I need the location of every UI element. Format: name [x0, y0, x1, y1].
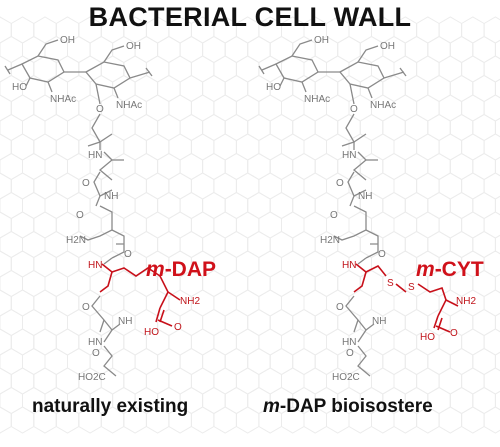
atom-label-o-2: O — [336, 178, 344, 189]
atom-label-o-5: O — [82, 302, 90, 313]
atom-label-oh-2: OH — [126, 41, 141, 52]
atom-label-o-6: O — [346, 348, 354, 359]
atom-label-nh2-dap: NH2 — [180, 296, 200, 307]
background-hexagon — [0, 406, 12, 434]
disaccharide — [4, 39, 153, 105]
atom-label-oh-1: OH — [60, 35, 75, 46]
atom-label-s-1: S — [387, 278, 394, 289]
structure-bioisostere: OH HO NHAc OH NHAc O HN O NH O H2N O HN … — [258, 35, 484, 383]
diagram-title: BACTERIAL CELL WALL — [88, 2, 412, 32]
caption-bioisostere-prefix: m — [263, 396, 280, 417]
m-cyt-residue — [353, 263, 459, 333]
atom-label-nhac-2: NHAc — [370, 100, 396, 111]
atom-label-o-4: O — [124, 249, 132, 260]
atom-label-ho-dap: HO — [144, 327, 159, 338]
atom-label-hn-1: HN — [342, 150, 356, 161]
m-cyt-label: m-CYT — [416, 258, 484, 281]
atom-label-hn-dap: HN — [88, 260, 102, 271]
atom-label-oh-2: OH — [380, 41, 395, 52]
atom-label-s-2: S — [408, 282, 415, 293]
structure-naturally-existing: OH HO NHAc OH NHAc O HN O NH O H2N O HN … — [4, 35, 216, 383]
atom-label-o-3: O — [76, 210, 84, 221]
atom-label-h2n-1: H2N — [320, 235, 340, 246]
atom-label-o-5: O — [336, 302, 344, 313]
peptide-tail — [345, 295, 375, 377]
atom-label-nh-1: NH — [358, 191, 372, 202]
atom-label-o-3: O — [330, 210, 338, 221]
atom-label-nhac-2: NHAc — [116, 100, 142, 111]
peptide-tail — [91, 295, 121, 377]
atom-label-o-6: O — [92, 348, 100, 359]
caption-naturally-existing: naturally existing — [32, 396, 189, 417]
atom-label-nh-2: NH — [372, 316, 386, 327]
m-dap-label: m-DAP — [146, 258, 216, 281]
atom-label-o-2: O — [82, 178, 90, 189]
atom-label-ho: HO — [266, 82, 281, 93]
atom-label-nh2-cyt: NH2 — [456, 296, 476, 307]
atom-label-o-1: O — [350, 104, 358, 115]
background-hexagon — [461, 406, 485, 434]
atom-label-o-4: O — [378, 249, 386, 260]
atom-label-nhac-1: NHAc — [50, 94, 76, 105]
atom-label-ho-cyt: HO — [420, 332, 435, 343]
atom-label-o-1: O — [96, 104, 104, 115]
atom-label-oh-1: OH — [314, 35, 329, 46]
peptide-stem — [333, 113, 379, 265]
atom-label-ho: HO — [12, 82, 27, 93]
caption-bioisostere-suffix: -DAP bioisostere — [279, 396, 433, 417]
m-dap-residue — [99, 263, 181, 327]
atom-label-nh-2: NH — [118, 316, 132, 327]
atom-label-nhac-1: NHAc — [304, 94, 330, 105]
background-hexagon — [483, 406, 500, 434]
caption-bioisostere: m-DAP bioisostere — [263, 396, 433, 418]
atom-label-hn-cyt: HN — [342, 260, 356, 271]
background-hexagon — [190, 406, 215, 434]
atom-label-hn-2: HN — [88, 337, 102, 348]
background-hexagon — [235, 406, 260, 434]
background-hexagon — [213, 406, 237, 434]
atom-label-h2n-1: H2N — [66, 235, 86, 246]
background-hexagon — [10, 406, 35, 434]
atom-label-ho2c-1: HO2C — [332, 372, 360, 383]
atom-label-hn-2: HN — [342, 337, 356, 348]
atom-label-o-cyt: O — [450, 328, 458, 339]
peptide-stem — [79, 113, 125, 265]
atom-label-ho2c-1: HO2C — [78, 372, 106, 383]
background-hexagon — [438, 406, 463, 434]
atom-label-hn-1: HN — [88, 150, 102, 161]
atom-label-o-dap: O — [174, 322, 182, 333]
disaccharide — [258, 39, 407, 105]
atom-label-nh-1: NH — [104, 191, 118, 202]
